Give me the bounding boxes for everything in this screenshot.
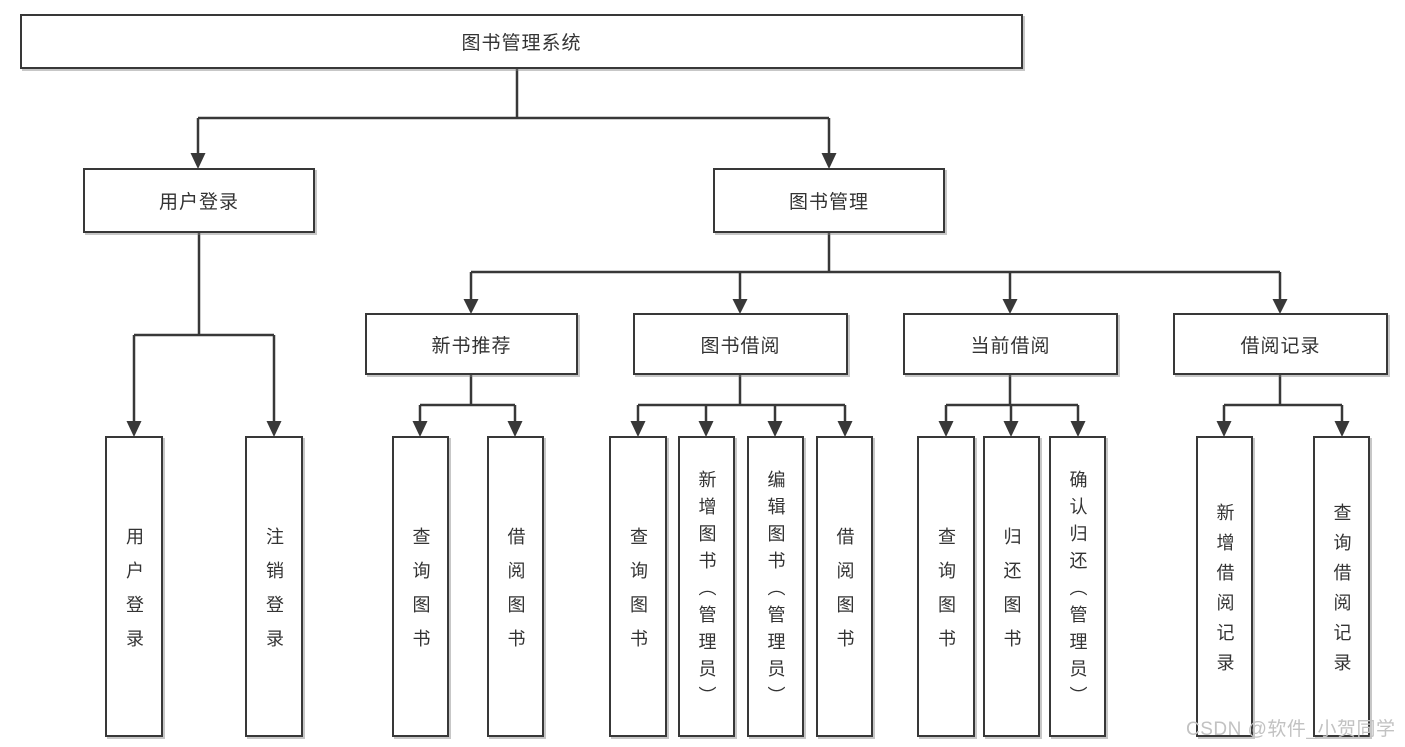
leaf-add-book-admin: 新增图书（管理员）: [678, 436, 735, 737]
connector-root: [196, 69, 831, 155]
arrowhead: [1334, 421, 1350, 437]
arrowhead: [837, 421, 853, 437]
node-user-login-branch: 用户登录: [83, 168, 315, 233]
arrowhead: [190, 153, 206, 169]
node-new-book-recommend: 新书推荐: [365, 313, 578, 375]
leaf-borrow-books-recommend: 借阅图书: [487, 436, 544, 737]
connector-module-records: [1222, 375, 1344, 422]
node-book-management: 图书管理: [713, 168, 945, 233]
arrowhead: [732, 299, 748, 314]
arrowhead: [412, 421, 428, 437]
leaf-return-books: 归还图书: [983, 436, 1040, 737]
csdn-watermark: CSDN @软件_小贺同学: [1186, 719, 1396, 740]
arrowhead: [1002, 299, 1018, 314]
connector-module-recommend: [418, 375, 517, 422]
leaf-borrow-books: 借阅图书: [816, 436, 873, 737]
leaf-logout: 注销登录: [245, 436, 303, 737]
node-borrow-records: 借阅记录: [1173, 313, 1388, 375]
arrowhead: [266, 421, 282, 437]
leaf-query-books-borrow: 查询图书: [609, 436, 667, 737]
arrowhead: [938, 421, 954, 437]
leaf-edit-book-admin: 编辑图书（管理员）: [747, 436, 804, 737]
connector-module-current: [944, 375, 1080, 422]
connector-book-branch: [469, 233, 1282, 300]
leaf-query-borrow-record: 查询借阅记录: [1313, 436, 1370, 737]
leaf-query-books-current: 查询图书: [917, 436, 975, 737]
arrowhead: [507, 421, 523, 437]
leaf-user-login: 用户登录: [105, 436, 163, 737]
arrowhead: [1216, 421, 1232, 437]
node-current-borrow: 当前借阅: [903, 313, 1118, 375]
leaf-confirm-return-admin: 确认归还（管理员）: [1049, 436, 1106, 737]
node-book-borrow: 图书借阅: [633, 313, 848, 375]
arrowhead: [126, 421, 142, 437]
arrowhead: [1003, 421, 1019, 437]
arrowhead: [698, 421, 714, 437]
arrowhead: [1070, 421, 1086, 437]
arrowhead: [463, 299, 479, 314]
arrowhead: [767, 421, 783, 437]
arrowhead: [1272, 299, 1288, 314]
arrowhead: [821, 153, 837, 169]
leaf-add-borrow-record: 新增借阅记录: [1196, 436, 1253, 737]
node-root-system: 图书管理系统: [20, 14, 1023, 69]
connector-user-branch: [132, 233, 276, 422]
arrowhead: [630, 421, 646, 437]
connector-module-borrow: [636, 375, 847, 422]
leaf-query-books-recommend: 查询图书: [392, 436, 449, 737]
